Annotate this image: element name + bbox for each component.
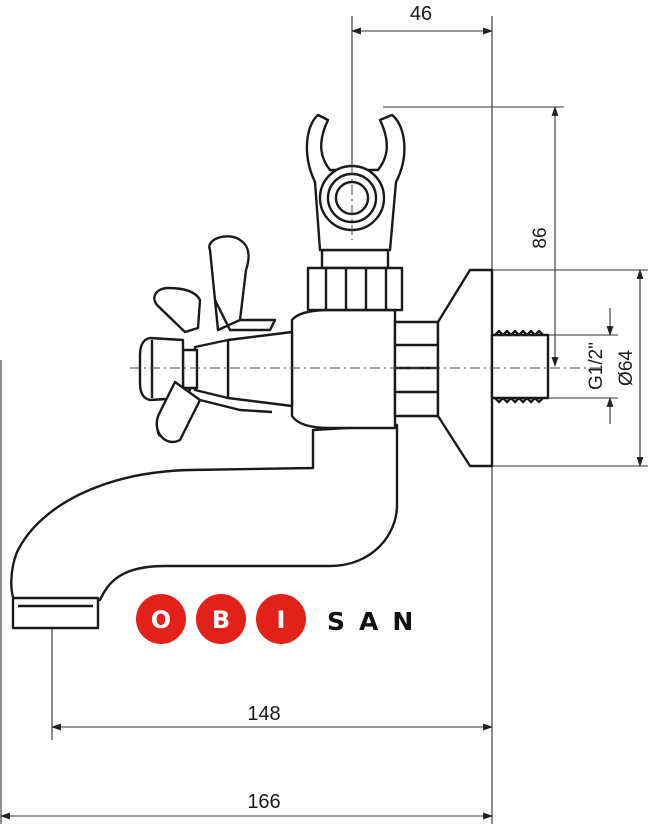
logo-letter-i: I: [277, 606, 286, 634]
logo-letter-o: O: [151, 606, 171, 634]
handle-collar: [226, 330, 294, 408]
handle-lever-upper: [208, 235, 250, 332]
dimension-label-46: 46: [410, 3, 432, 25]
threaded-connector: [490, 333, 550, 400]
dimension-label-86: 86: [530, 227, 551, 248]
dimension-spout-reach: 148: [51, 466, 493, 824]
logo-suffix: SAN: [327, 607, 427, 636]
dimension-overall-length: 166: [0, 360, 493, 824]
diverter-stem: [320, 248, 390, 270]
faucet-outline: [10, 113, 600, 630]
dimension-label-diameter: Ø64: [616, 350, 637, 386]
valve-body: [290, 308, 397, 430]
dimension-thread: G1/2": [548, 308, 618, 424]
spout: [10, 423, 399, 602]
dimension-height-right: 86: [383, 106, 564, 367]
hex-nut: [306, 266, 404, 312]
dimension-label-166: 166: [247, 791, 280, 813]
spout-outlet: [11, 596, 100, 630]
logo-circle-b: [196, 594, 246, 644]
logo-circle-i: [256, 594, 306, 644]
logo-letter-b: B: [212, 606, 230, 634]
obisan-logo: O B I SAN: [136, 594, 427, 644]
dimension-label-148: 148: [247, 703, 280, 725]
dimension-label-thread: G1/2": [586, 342, 607, 390]
handle-lever-left: [153, 286, 202, 334]
logo-circle-o: [136, 594, 186, 644]
dimension-flange-diameter: Ø64: [470, 269, 648, 467]
